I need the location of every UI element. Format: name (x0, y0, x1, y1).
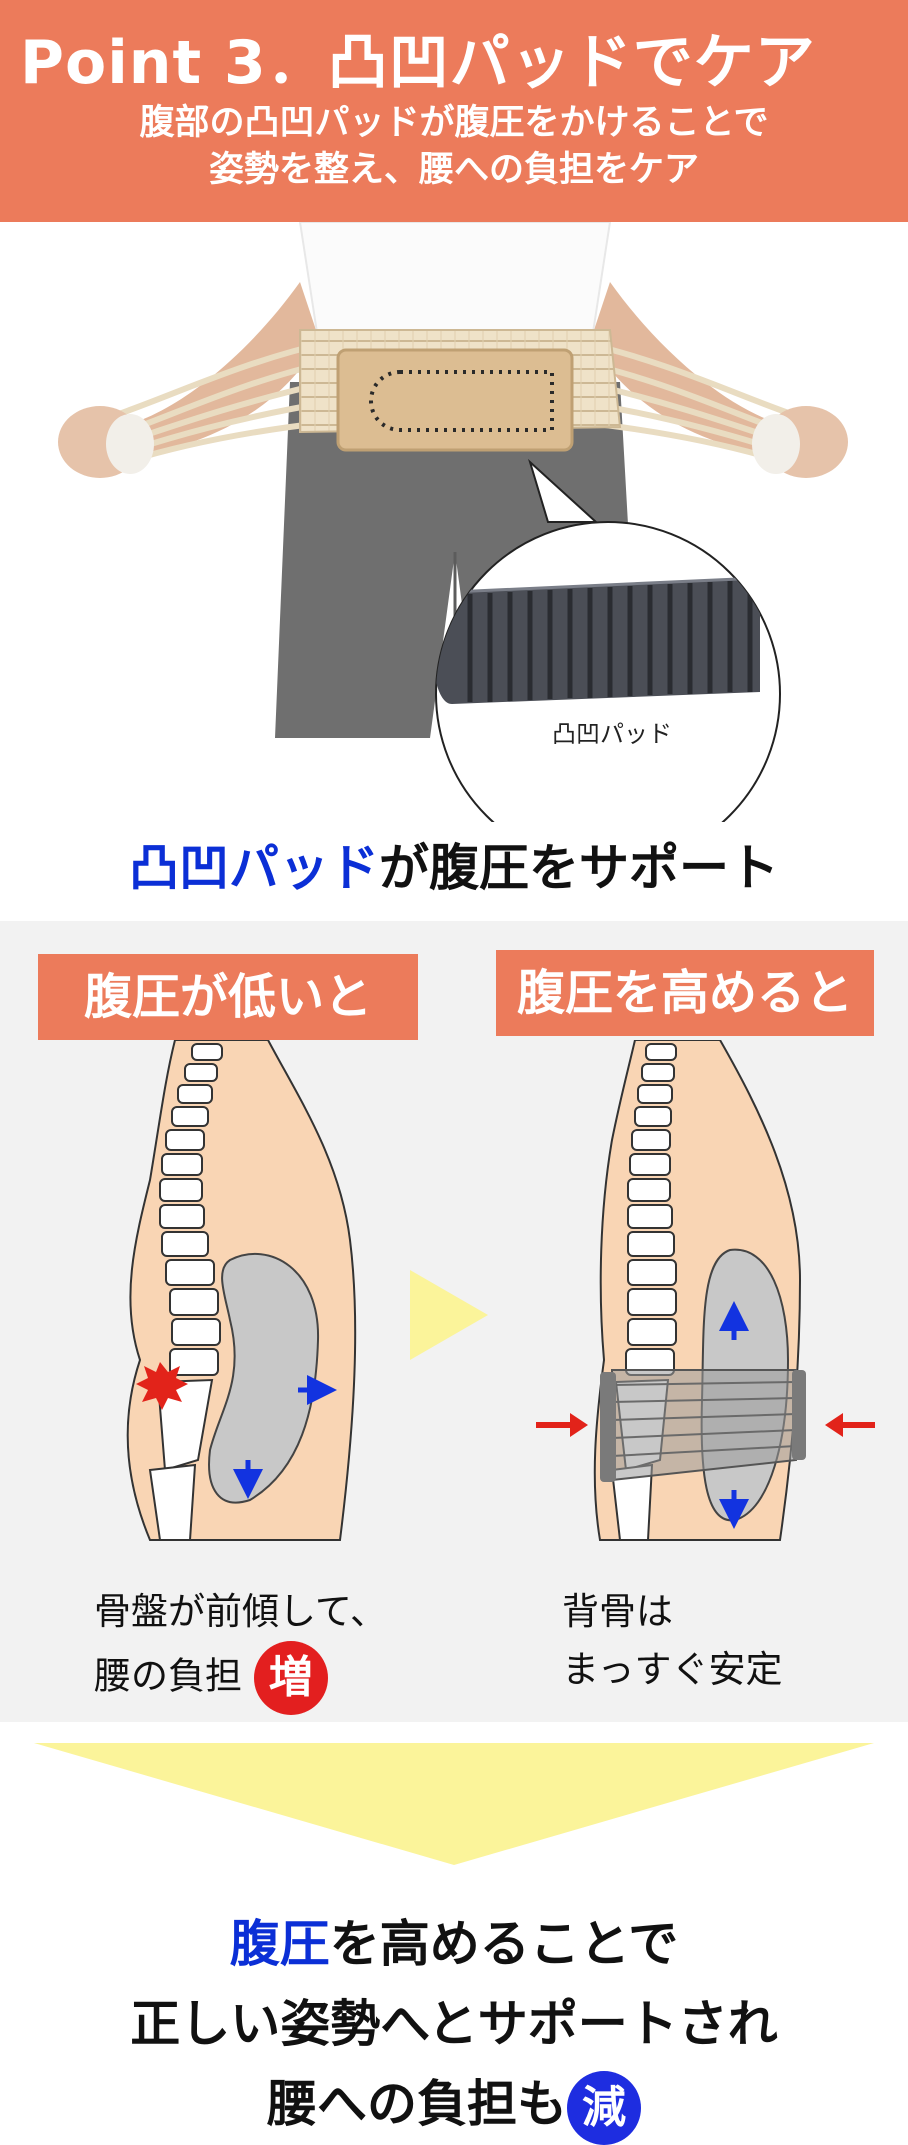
header-subtitle-line1: 腹部の凸凹パッドが腹圧をかけることで (139, 103, 769, 143)
caption-high-line2: まっすぐ安定 (562, 1648, 783, 1691)
posture-illustration (126, 1040, 875, 1541)
transition-arrow-icon (410, 1270, 488, 1360)
subtitle-highlight: 凸凹パッド (129, 839, 379, 897)
label-high-pressure: 腹圧を高めると (496, 950, 874, 1036)
red-arrow-right-icon (570, 1413, 588, 1437)
low-pressure-figure (126, 1040, 357, 1541)
conclusion-line1: 腹圧を高めることで (229, 1915, 679, 1973)
high-pressure-figure (536, 1040, 875, 1541)
header-banner (0, 0, 908, 222)
spine (148, 1043, 223, 1541)
down-arrow-icon (34, 1743, 874, 1865)
conclusion-line3: 腰への負担も減 (0, 2064, 908, 2145)
callout-pointer (528, 458, 599, 523)
red-arrow-left-icon (825, 1413, 843, 1437)
page-title: Point 3．凸凹パッドでケア (20, 28, 816, 98)
pad-label: 凸凹パッド (552, 720, 672, 748)
subtitle-rest: が腹圧をサポート (379, 839, 779, 897)
caption-high-pressure: 背骨は まっすぐ安定 (562, 1583, 783, 1699)
header-subtitle: 腹部の凸凹パッドが腹圧をかけることで 姿勢を整え、腰への負担をケア (0, 100, 908, 194)
section-subtitle: 凸凹パッドが腹圧をサポート (0, 828, 908, 900)
support-belt-band (600, 1369, 806, 1482)
conclusion-text: 腹圧を高めることで 正しい姿勢へとサポートされ 腰への負担も減 (0, 1904, 908, 2145)
caption-low-line1: 骨盤が前傾して、 (94, 1590, 388, 1633)
header-subtitle-line2: 姿勢を整え、腰への負担をケア (208, 150, 699, 190)
caption-high-line1: 背骨は (562, 1590, 673, 1633)
increase-badge: 増 (253, 1641, 328, 1715)
conclusion-line2: 正しい姿勢へとサポートされ (130, 1995, 778, 2053)
abdomen-cavity (208, 1252, 320, 1504)
label-low-pressure: 腹圧が低いと (38, 954, 418, 1040)
product-photo: 凸凹パッド (0, 222, 908, 822)
caption-low-line2: 腰の負担 増 (94, 1641, 387, 1715)
caption-low-pressure: 骨盤が前傾して、 腰の負担 増 (94, 1583, 387, 1715)
pain-burst-icon (136, 1362, 188, 1410)
decrease-badge: 減 (567, 2070, 641, 2145)
bumpy-pad-closeup (436, 576, 761, 704)
